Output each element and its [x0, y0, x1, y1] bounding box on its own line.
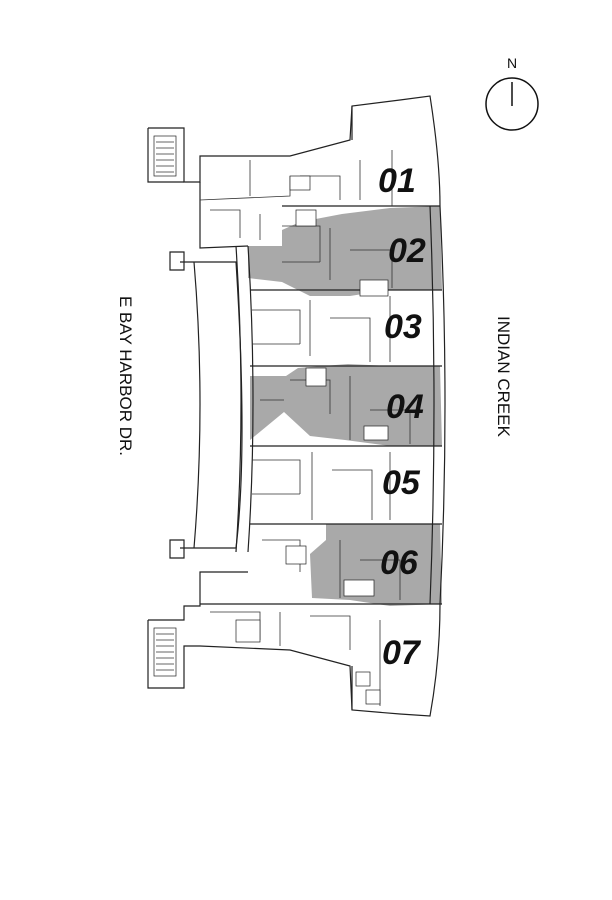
north-arrow-icon: N: [485, 55, 539, 131]
unit-02-fill: [248, 206, 442, 296]
unit-label-06: 06: [380, 544, 419, 582]
unit-label-03: 03: [384, 308, 422, 346]
unit-label-01: 01: [378, 162, 416, 200]
unit-06-fill: [310, 524, 442, 606]
unit-label-05: 05: [382, 464, 421, 502]
unit-label-07: 07: [382, 634, 422, 672]
east-street-label: INDIAN CREEK: [494, 316, 513, 438]
unit-label-04: 04: [386, 388, 424, 426]
interior-partitions: [199, 150, 411, 706]
west-street-label: E BAY HARBOR DR.: [116, 296, 135, 456]
north-letter: N: [507, 55, 517, 71]
unit-label-02: 02: [388, 232, 426, 270]
fixtures: [153, 135, 389, 705]
unit-04-fill: [250, 364, 442, 446]
highlighted-units: [248, 206, 442, 606]
unit-labels: 01 02 03 04 05 06 07: [378, 162, 426, 672]
building-outline: [147, 95, 446, 717]
